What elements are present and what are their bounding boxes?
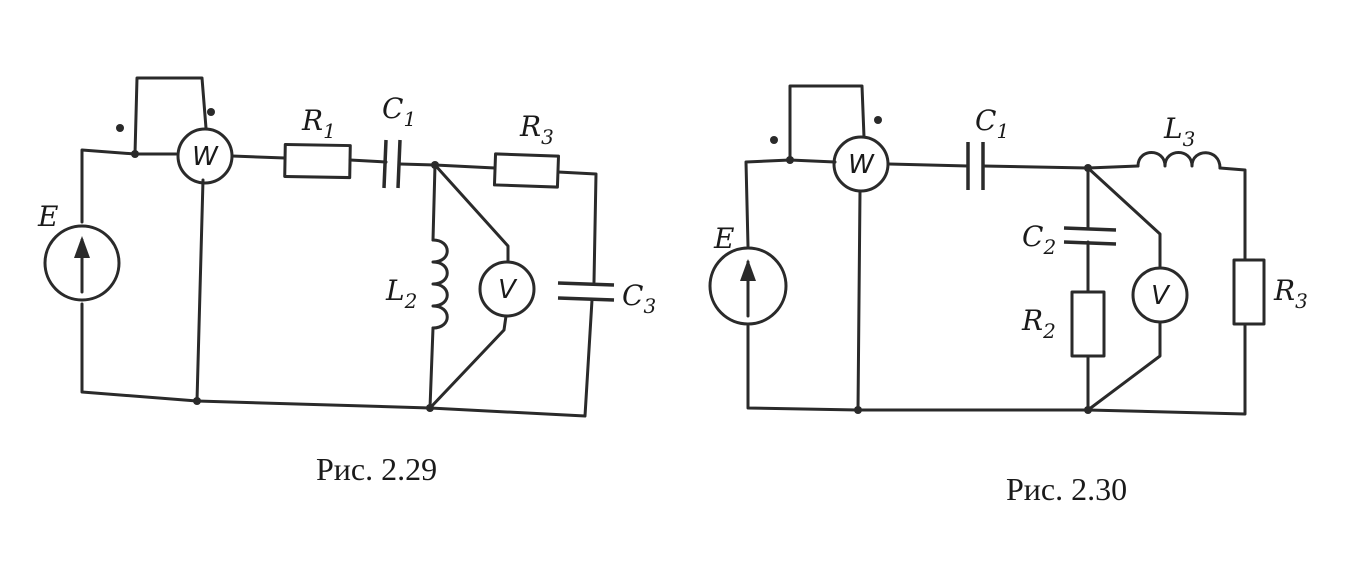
- fig29-wattmeter-voltage-loop: [133, 76, 208, 156]
- fig29-inductor-l2: [431, 238, 449, 330]
- figure-2-30: E W C1 L3 C2 R2 V R3 Рис: [708, 84, 1308, 507]
- fig30-inductor-l3: [1136, 151, 1222, 170]
- fig29-polarity-dot: [116, 124, 124, 132]
- fig30-polarity-dot: [874, 116, 882, 124]
- fig29-l2-branch: [428, 163, 437, 410]
- fig30-r2-label: R2: [1021, 304, 1056, 343]
- fig29-wire-to-r1: [230, 154, 287, 160]
- fig29-l2-label: L2: [385, 274, 417, 313]
- fig30-wattmeter-symbol: W: [848, 150, 875, 180]
- fig29-wire-r3-right: [556, 170, 598, 284]
- fig30-wire-c1-node: [981, 164, 1140, 170]
- fig29-voltage-source: [43, 224, 121, 302]
- fig30-resistor-r3: [1232, 258, 1266, 326]
- fig30-wire-left-bottom: [746, 322, 1247, 416]
- fig30-voltmeter-leads: [1086, 166, 1162, 412]
- fig30-polarity-dot: [770, 136, 778, 144]
- fig30-l3-label: L3: [1163, 112, 1195, 151]
- fig29-wire-left-top: [80, 148, 178, 224]
- fig30-node: [854, 406, 862, 414]
- fig29-node: [426, 404, 434, 412]
- fig29-wire-r1-c1: [348, 158, 388, 164]
- fig30-c2-label: C2: [1022, 220, 1056, 259]
- fig30-wire-left-top: [744, 158, 837, 248]
- figure-2-29: E W R1 C1 R3 L2 V C3 Рис: [37, 76, 656, 487]
- fig29-polarity-dot: [207, 108, 215, 116]
- fig29-wattmeter-down: [195, 178, 205, 403]
- fig29-capacitor-c1: [382, 139, 402, 189]
- fig30-caption: Рис. 2.30: [1006, 471, 1127, 507]
- fig29-c1-label: C1: [382, 92, 416, 131]
- fig30-resistor-r2: [1070, 290, 1106, 358]
- fig29-wattmeter-symbol: W: [192, 142, 219, 172]
- fig29-resistor-r1: [283, 142, 352, 180]
- fig30-node: [786, 156, 794, 164]
- fig29-r3-label: R3: [519, 110, 554, 149]
- fig29-node: [193, 397, 201, 405]
- fig29-r1-label: R1: [301, 104, 336, 143]
- fig30-wire-l3-right: [1218, 166, 1247, 262]
- fig30-capacitor-c1: [966, 142, 985, 190]
- fig30-r3-label: R3: [1273, 274, 1308, 313]
- fig29-voltmeter-symbol: V: [498, 275, 518, 305]
- fig29-c3-label: C3: [622, 279, 656, 318]
- fig30-wire-to-c1: [886, 162, 970, 168]
- fig29-wire-c1-node: [398, 162, 497, 170]
- fig29-node: [131, 150, 139, 158]
- fig30-voltmeter: V: [1131, 266, 1189, 324]
- fig30-node: [1084, 164, 1092, 172]
- fig29-resistor-r3: [492, 152, 561, 189]
- fig30-voltage-source: [708, 246, 788, 326]
- fig29-wire-left-bottom: [80, 298, 594, 418]
- fig29-capacitor-c3: [557, 281, 615, 302]
- fig30-wattmeter-down: [856, 189, 862, 412]
- fig30-wattmeter-voltage-loop: [788, 84, 866, 162]
- fig30-voltmeter-symbol: V: [1151, 281, 1171, 311]
- fig30-node: [1084, 406, 1092, 414]
- fig29-wattmeter: W: [176, 127, 234, 185]
- fig29-node: [431, 161, 439, 169]
- fig29-source-label: E: [37, 200, 58, 233]
- fig30-c1-label: C1: [975, 104, 1009, 143]
- fig30-capacitor-c2: [1063, 226, 1117, 246]
- fig29-voltmeter: V: [478, 260, 536, 318]
- fig30-source-label: E: [713, 222, 734, 255]
- fig30-wattmeter: W: [832, 135, 890, 193]
- fig29-caption: Рис. 2.29: [316, 451, 437, 487]
- fig29-voltmeter-leads: [428, 163, 510, 410]
